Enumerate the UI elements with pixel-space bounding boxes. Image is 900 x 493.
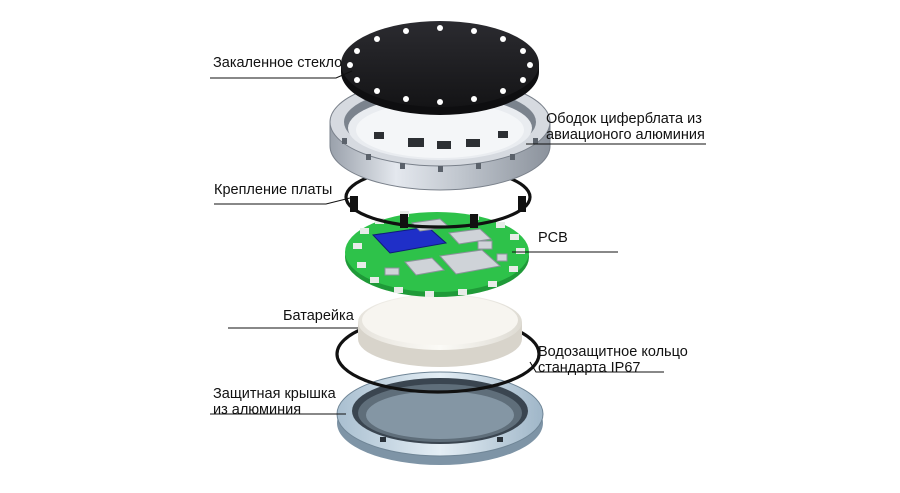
label-battery-text: Батарейка xyxy=(283,308,354,324)
tempered-glass-part xyxy=(341,21,539,115)
battery-part xyxy=(358,294,522,367)
pcb-part xyxy=(345,211,529,297)
label-pcb-mount: Крепление платы xyxy=(214,182,332,198)
label-tempered-glass-text: Закаленное стекло xyxy=(213,55,343,71)
label-pcb-mount-text: Крепление платы xyxy=(214,182,333,198)
leader-ring xyxy=(529,361,664,373)
label-dial-bezel-line1: Ободок циферблата из xyxy=(546,111,702,127)
label-battery: Батарейка xyxy=(283,308,354,324)
label-waterproof-ring-line1: Водозащитное кольцо xyxy=(538,344,688,360)
label-dial-bezel: Ободок циферблата из авиационого алюмини… xyxy=(546,111,705,143)
leader-glass xyxy=(210,70,353,79)
label-waterproof-ring: Водозащитное кольцо стандарта IP67 xyxy=(538,344,688,376)
protective-cover-part xyxy=(336,371,544,465)
label-waterproof-ring-line2: стандарта IP67 xyxy=(538,360,641,376)
leader-mount xyxy=(214,197,351,205)
label-protective-cover-line1: Защитная крышка xyxy=(213,386,336,402)
label-pcb: PCB xyxy=(538,230,568,246)
label-protective-cover-line2: из алюминия xyxy=(213,402,302,418)
label-tempered-glass: Закаленное стекло xyxy=(213,55,342,71)
label-pcb-text: PCB xyxy=(538,230,568,246)
label-dial-bezel-line2: авиационого алюминия xyxy=(546,127,705,143)
label-protective-cover: Защитная крышка из алюминия xyxy=(213,386,336,418)
leader-lines xyxy=(210,70,706,415)
